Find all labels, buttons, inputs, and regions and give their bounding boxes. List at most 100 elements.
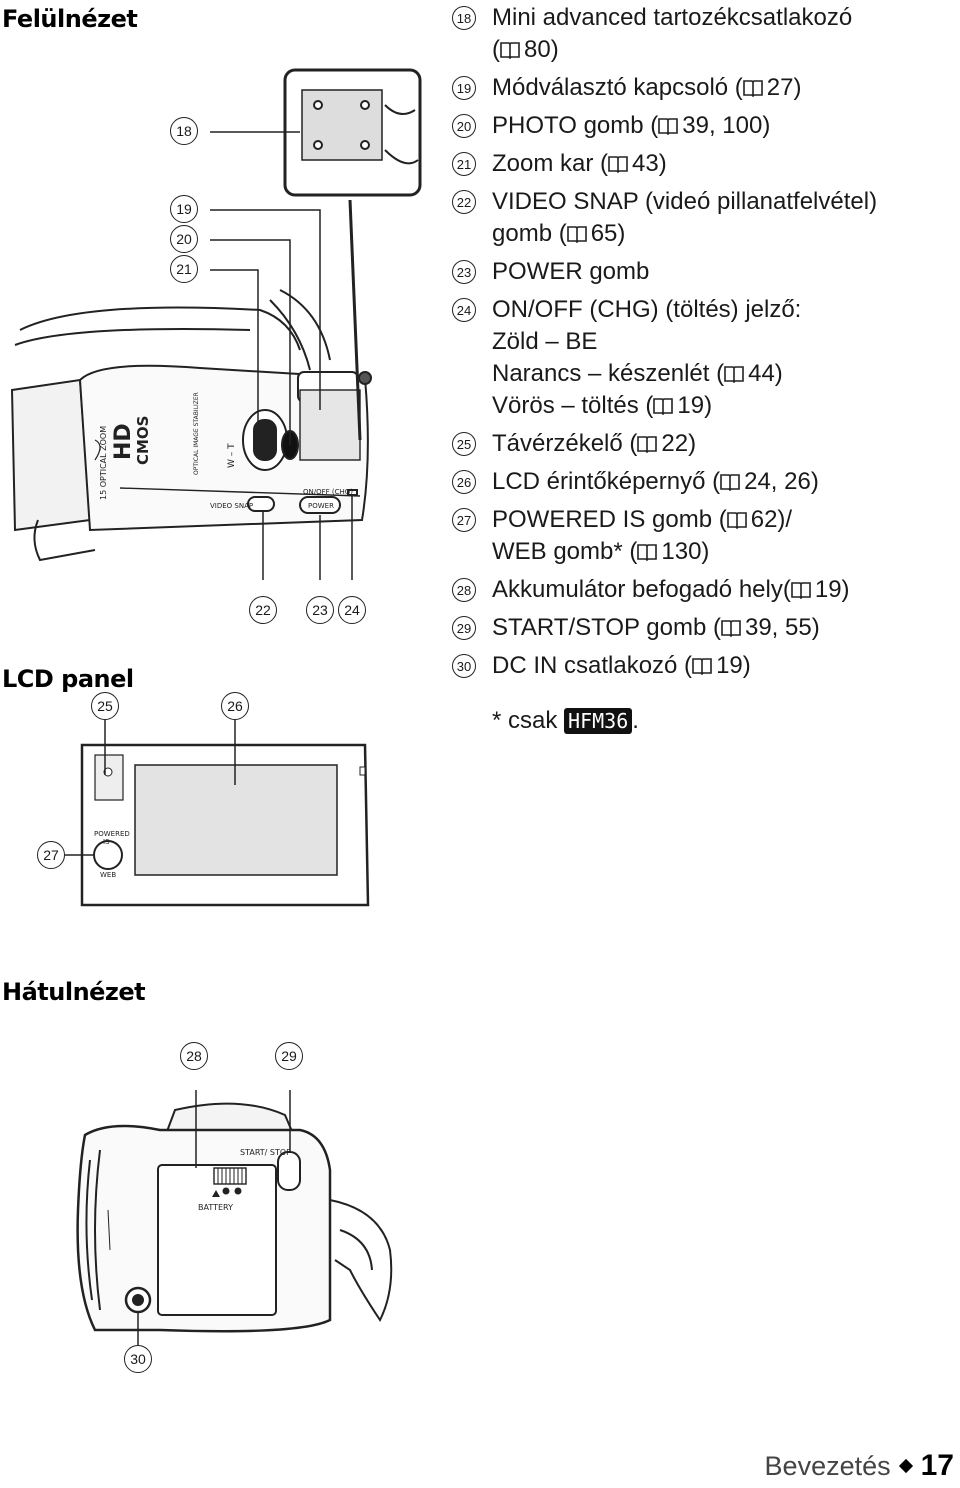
legend-item: 29 START/STOP gomb (39, 55) xyxy=(452,612,957,644)
legend-item: 22 VIDEO SNAP (videó pillanatfelvétel) gom… xyxy=(452,186,957,250)
legend-item-text: Mini advanced tartozékcsatlakozó xyxy=(492,4,853,31)
callout-18: 18 xyxy=(170,117,198,145)
book-icon xyxy=(500,42,520,59)
label-web: WEB xyxy=(100,871,116,879)
footer-section: Bevezetés xyxy=(764,1451,891,1481)
legend-item-number: 28 xyxy=(452,578,476,602)
heading-lcd-panel: LCD panel xyxy=(2,665,134,693)
legend-item: 30 DC IN csatlakozó (19) xyxy=(452,650,957,682)
legend-item-text: Zoom kar (43) xyxy=(492,150,667,177)
callout-27: 27 xyxy=(37,841,65,869)
callout-30: 30 xyxy=(124,1345,152,1373)
legend-item-text: Narancs – készenlét (44) xyxy=(492,360,783,387)
legend-item-number: 25 xyxy=(452,432,476,456)
label-optical-zoom: 15 OPTICAL ZOOM xyxy=(99,426,108,500)
callout-24: 24 xyxy=(338,596,366,624)
book-icon xyxy=(658,118,679,135)
legend-item-text: Akkumulátor befogadó hely(19) xyxy=(492,576,850,603)
callout-26: 26 xyxy=(221,692,249,720)
legend-item: 24 ON/OFF (CHG) (töltés) jelző: Zöld – BE N… xyxy=(452,294,957,422)
callout-21: 21 xyxy=(170,255,198,283)
legend-item: 21 Zoom kar (43) xyxy=(452,148,957,180)
legend-item-text: WEB gomb* (130) xyxy=(492,538,710,565)
label-wt: W – T xyxy=(227,443,237,468)
callout-20: 20 xyxy=(170,225,198,253)
legend-item: 27 POWERED IS gomb (62)/ WEB gomb* (130) xyxy=(452,504,957,568)
lcd-panel-illustration: POWERED IS WEB xyxy=(65,720,370,907)
callout-29: 29 xyxy=(275,1042,303,1070)
camcorder-top-view-illustration: 15 OPTICAL ZOOM HD CMOS OPTICAL IMAGE ST… xyxy=(10,68,422,580)
legend-item-number: 29 xyxy=(452,616,476,640)
legend-item: 28 Akkumulátor befogadó hely(19) xyxy=(452,574,957,606)
legend-item-number: 24 xyxy=(452,298,476,322)
book-icon xyxy=(637,544,658,561)
legend-item-text: Módválasztó kapcsoló (27) xyxy=(492,74,802,101)
legend-item-text: Távérzékelő (22) xyxy=(492,430,697,457)
note-suffix: . xyxy=(632,707,639,734)
legend-item-text: POWER gomb xyxy=(492,258,650,285)
legend-item-number: 19 xyxy=(452,76,476,100)
callout-25: 25 xyxy=(91,692,119,720)
legend-item-number: 20 xyxy=(452,114,476,138)
legend-item: 23 POWER gomb xyxy=(452,256,957,288)
legend-item-text: gomb (65) xyxy=(492,220,626,247)
label-on-off: ON/OFF (CHG) xyxy=(303,488,353,496)
book-icon xyxy=(726,512,747,529)
legend-item-number: 30 xyxy=(452,654,476,678)
note-prefix: * csak xyxy=(492,707,558,734)
book-icon xyxy=(720,474,740,491)
legend-item-text: Zöld – BE xyxy=(492,328,598,355)
callout-28: 28 xyxy=(180,1042,208,1070)
legend-item-number: 21 xyxy=(452,152,476,176)
legend-item: 19 Módválasztó kapcsoló (27) xyxy=(452,72,957,104)
legend-item-text: VIDEO SNAP (videó pillanatfelvétel) xyxy=(492,188,878,215)
book-icon xyxy=(637,436,658,453)
book-icon xyxy=(692,658,712,675)
label-video-snap: VIDEO SNAP xyxy=(210,502,253,510)
camcorder-back-view-illustration: START/ STOP BATTERY xyxy=(76,1090,393,1345)
book-icon xyxy=(566,226,587,243)
label-battery: BATTERY xyxy=(198,1203,233,1212)
legend-item-number: 22 xyxy=(452,190,476,214)
legend-item-text: (80) xyxy=(492,36,559,63)
label-optical-is: OPTICAL IMAGE STABILIZER xyxy=(193,392,200,475)
legend-item-number: 18 xyxy=(452,6,476,30)
label-start-stop: START/ STOP xyxy=(240,1148,291,1157)
heading-top-view: Felülnézet xyxy=(2,5,138,33)
legend-item-text: DC IN csatlakozó (19) xyxy=(492,652,751,679)
book-icon xyxy=(653,398,674,415)
callout-19: 19 xyxy=(170,195,198,223)
legend-item: 25 Távérzékelő (22) xyxy=(452,428,957,460)
book-icon xyxy=(724,366,744,383)
heading-back-view: Hátulnézet xyxy=(2,978,146,1006)
legend-item-text: LCD érintőképernyő (24, 26) xyxy=(492,468,819,495)
book-icon xyxy=(742,80,763,97)
label-is: IS xyxy=(103,838,110,846)
label-power: POWER xyxy=(308,502,334,510)
legend-item: 20 PHOTO gomb (39, 100) xyxy=(452,110,957,142)
page-number: 17 xyxy=(920,1449,954,1482)
legend-item-number: 23 xyxy=(452,260,476,284)
legend-item-text: Vörös – töltés (19) xyxy=(492,392,713,419)
legend-item-text: ON/OFF (CHG) (töltés) jelző: xyxy=(492,296,802,323)
legend-item-text: PHOTO gomb (39, 100) xyxy=(492,112,771,139)
page-footer: Bevezetés 17 xyxy=(765,1449,954,1483)
callout-23: 23 xyxy=(306,596,334,624)
legend-item-number: 27 xyxy=(452,508,476,532)
legend-item: 26 LCD érintőképernyő (24, 26) xyxy=(452,466,957,498)
label-hd: HD xyxy=(111,423,136,460)
model-note: * csak HFM36. xyxy=(492,705,639,737)
book-icon xyxy=(721,620,741,637)
legend-item-text: START/STOP gomb (39, 55) xyxy=(492,614,820,641)
callout-22: 22 xyxy=(249,596,277,624)
diamond-icon xyxy=(898,1458,913,1473)
label-powered: POWERED xyxy=(94,830,130,838)
parts-legend-list: 18 Mini advanced tartozékcsatlakozó (80) 19… xyxy=(452,2,957,688)
legend-item: 18 Mini advanced tartozékcsatlakozó (80) xyxy=(452,2,957,66)
label-cmos: CMOS xyxy=(134,416,152,466)
legend-item-number: 26 xyxy=(452,470,476,494)
book-icon xyxy=(608,156,628,173)
legend-item-text: POWERED IS gomb (62)/ xyxy=(492,506,793,533)
model-badge: HFM36 xyxy=(564,708,633,734)
book-icon xyxy=(791,582,811,599)
